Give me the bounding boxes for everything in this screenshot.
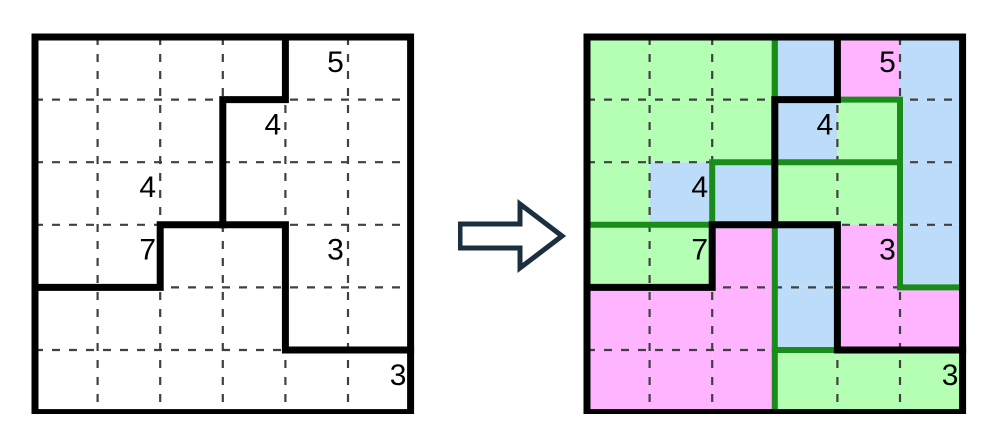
- cell-r4-c1: [649, 287, 713, 350]
- clue-4-top: 4: [265, 108, 282, 141]
- black-seg-2: [771, 221, 967, 354]
- clue-5: 5: [879, 46, 896, 79]
- cell-r2-c0: [587, 162, 650, 225]
- cell-r3-c2: [712, 224, 775, 288]
- cell-r4-c0: [587, 287, 650, 350]
- cell-r4-c4: [837, 287, 900, 350]
- clue-3-mid: 3: [879, 234, 896, 267]
- cell-r5-c5: [900, 350, 963, 413]
- cell-r4-c2: [712, 287, 775, 350]
- clue-3-mid: 3: [327, 234, 344, 267]
- implies-arrow-icon: [458, 198, 566, 274]
- outer-border: [583, 33, 967, 414]
- region-outline-black: [583, 33, 967, 354]
- seg-mid-step: [219, 221, 415, 354]
- cell-r3-c0: [587, 224, 650, 288]
- cell-r3-c4: [837, 224, 900, 288]
- cell-r2-c3: [774, 162, 838, 225]
- outer-border: [31, 33, 415, 414]
- cell-r0-c1: [649, 37, 713, 100]
- cell-r4-c5: [900, 287, 963, 350]
- cell-r5-c3: [774, 350, 838, 413]
- cell-r0-c5: [900, 37, 963, 100]
- clue-3-bottom: 3: [390, 359, 407, 392]
- cell-r2-c4: [837, 162, 900, 225]
- green-seg-3: [897, 159, 966, 291]
- cell-r1-c0: [587, 99, 650, 163]
- clue-7: 7: [139, 234, 156, 267]
- clue-numbers: 5 4 4 7 3 3: [139, 46, 406, 392]
- cell-r2-c2: [712, 162, 775, 225]
- cell-r5-c0: [587, 350, 650, 413]
- cell-r1-c5: [900, 99, 963, 163]
- region-fills: [587, 37, 963, 413]
- solved-grid-svg: 5 4 4 7 3 3: [583, 33, 967, 414]
- clue-5: 5: [327, 46, 344, 79]
- solved-grid-panel: 5 4 4 7 3 3: [582, 32, 970, 414]
- unsolved-grid-svg: 5 4 4 7 3 3: [31, 33, 415, 414]
- clue-numbers: 5 4 4 7 3 3: [691, 46, 958, 392]
- implies-arrow-container: [458, 198, 566, 274]
- clue-4-top: 4: [817, 108, 834, 141]
- cell-r0-c2: [712, 37, 775, 100]
- cell-r5-c2: [712, 350, 775, 413]
- cell-r1-c4: [837, 99, 900, 163]
- region-outline-black: [31, 33, 415, 354]
- cell-r1-c2: [712, 99, 775, 163]
- cell-r0-c3: [774, 37, 838, 100]
- cell-r5-c1: [649, 350, 713, 413]
- arrow-shape: [458, 198, 566, 274]
- cell-r3-c5: [900, 224, 963, 288]
- cell-r0-c0: [587, 37, 650, 100]
- cell-r0-c4: [837, 37, 900, 100]
- unsolved-grid-panel: 5 4 4 7 3 3: [30, 32, 418, 414]
- cell-r3-c3: [774, 224, 838, 288]
- clue-4-left: 4: [139, 171, 156, 204]
- clue-4-left: 4: [691, 171, 708, 204]
- cell-r5-c4: [837, 350, 900, 413]
- cell-r1-c3: [774, 99, 838, 163]
- clue-7: 7: [691, 234, 708, 267]
- cell-r3-c1: [649, 224, 713, 288]
- cell-r4-c3: [774, 287, 838, 350]
- cell-r2-c5: [900, 162, 963, 225]
- cell-r1-c1: [649, 99, 713, 163]
- cell-r2-c1: [649, 162, 713, 225]
- clue-3-bottom: 3: [942, 359, 959, 392]
